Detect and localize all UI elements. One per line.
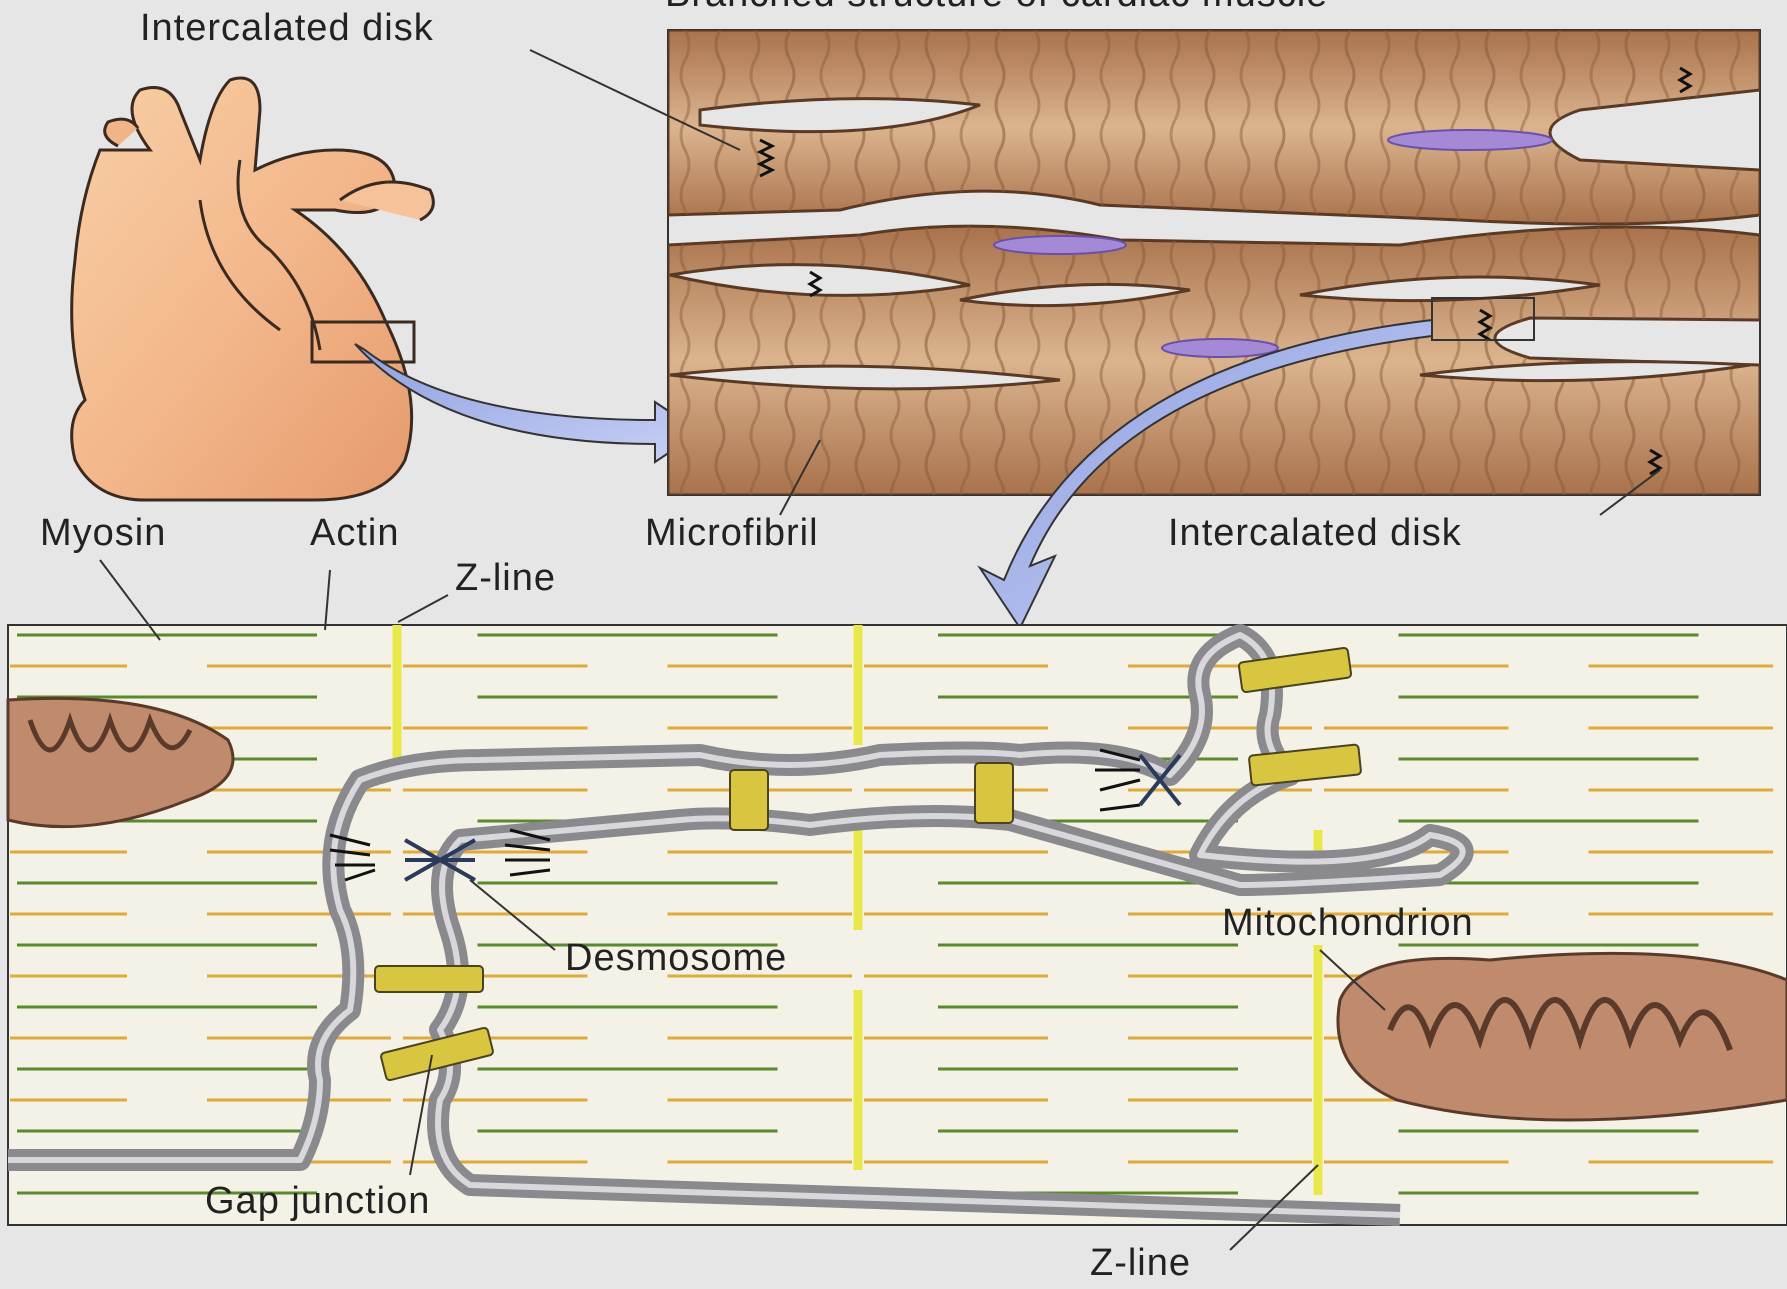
nucleus bbox=[994, 236, 1126, 254]
label-intercalated-disk-right: Intercalated disk bbox=[1168, 512, 1462, 554]
label-desmosome: Desmosome bbox=[565, 937, 787, 979]
label-z-line-bottom: Z-line bbox=[1090, 1242, 1191, 1284]
branched-fibers-panel bbox=[668, 30, 1760, 495]
nucleus bbox=[1388, 130, 1552, 150]
label-microfibril: Microfibril bbox=[645, 512, 819, 554]
ultrastructure-panel bbox=[8, 625, 1787, 1225]
label-gap-junction: Gap junction bbox=[205, 1180, 430, 1222]
label-actin: Actin bbox=[310, 512, 399, 554]
label-z-line-top: Z-line bbox=[455, 557, 556, 599]
nucleus bbox=[1162, 339, 1278, 357]
label-intercalated-disk-top: Intercalated disk bbox=[140, 7, 434, 49]
label-myosin: Myosin bbox=[40, 512, 166, 554]
heart-illustration bbox=[72, 78, 434, 500]
label-mitochondrion: Mitochondrion bbox=[1222, 902, 1474, 944]
mitochondrion bbox=[1338, 953, 1787, 1120]
top-title: Branched structure of cardiac muscle bbox=[665, 0, 1328, 15]
